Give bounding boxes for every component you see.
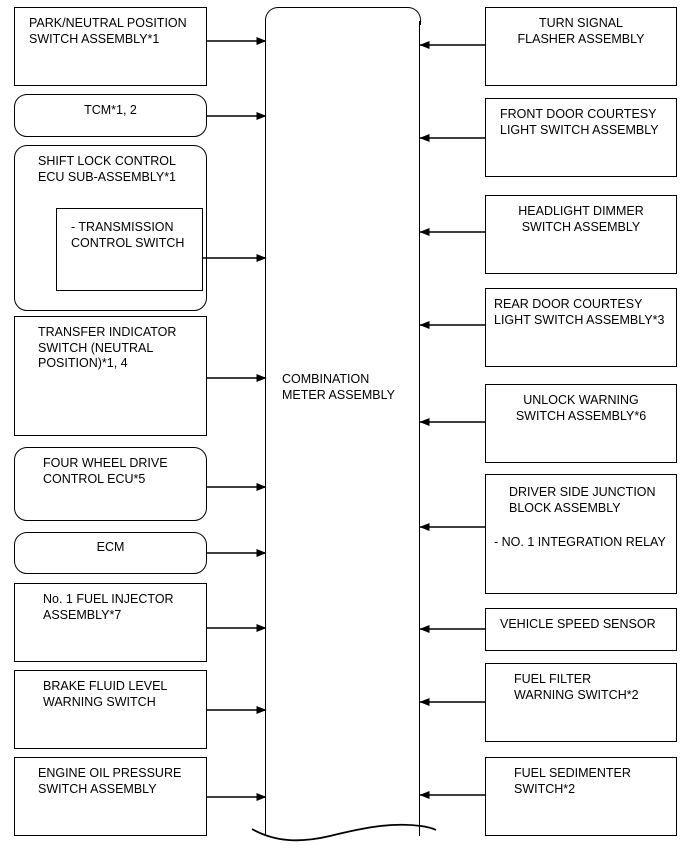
center-column-right-edge [419, 21, 421, 836]
left-box-label-engine-oil-pressure-switch-assembly: ENGINE OIL PRESSURE SWITCH ASSEMBLY [38, 766, 182, 796]
right-box-headlight-dimmer-switch-assembly: HEADLIGHT DIMMER SWITCH ASSEMBLY [485, 195, 677, 274]
left-box-shift-lock-control-ecu-sub-assembly: SHIFT LOCK CONTROL ECU SUB-ASSEMBLY*1 - T… [14, 145, 207, 311]
right-box-turn-signal-flasher-assembly: TURN SIGNAL FLASHER ASSEMBLY [485, 7, 677, 86]
right-box-vehicle-speed-sensor: VEHICLE SPEED SENSOR [485, 608, 677, 651]
right-box-label-turn-signal-flasher-assembly: TURN SIGNAL FLASHER ASSEMBLY [517, 16, 645, 46]
left-box-label-ecm: ECM [96, 540, 125, 554]
right-box-front-door-courtesy-light-switch-assembly: FRONT DOOR COURTESY LIGHT SWITCH ASSEMBL… [485, 98, 677, 177]
left-box-label-park-neutral-position-switch-assembly: PARK/NEUTRAL POSITION SWITCH ASSEMBLY*1 [29, 16, 187, 46]
left-box-park-neutral-position-switch-assembly: PARK/NEUTRAL POSITION SWITCH ASSEMBLY*1 [14, 7, 207, 86]
right-box-label-fuel-filter-warning-switch: FUEL FILTER WARNING SWITCH*2 [514, 672, 639, 702]
left-box-ecm: ECM [14, 532, 207, 574]
right-box-sublabel-driver-side-junction-block-assembly: - NO. 1 INTEGRATION RELAY [494, 535, 666, 549]
left-box-label-transfer-indicator-switch-neutral-position: TRANSFER INDICATOR SWITCH (NEUTRAL POSIT… [38, 325, 177, 370]
right-box-label-fuel-sedimenter-switch: FUEL SEDIMENTER SWITCH*2 [514, 766, 631, 796]
right-box-fuel-filter-warning-switch: FUEL FILTER WARNING SWITCH*2 [485, 663, 677, 742]
inner-box-transmission-control-switch: - TRANSMISSION CONTROL SWITCH [56, 208, 203, 291]
break-wave-line [251, 823, 437, 842]
left-box-transfer-indicator-switch-neutral-position: TRANSFER INDICATOR SWITCH (NEUTRAL POSIT… [14, 316, 207, 436]
left-box-label-tcm: TCM*1, 2 [84, 103, 137, 117]
left-box-no-1-fuel-injector-assembly: No. 1 FUEL INJECTOR ASSEMBLY*7 [14, 583, 207, 662]
right-box-label-headlight-dimmer-switch-assembly: HEADLIGHT DIMMER SWITCH ASSEMBLY [518, 204, 644, 234]
inner-box-label-transmission-control-switch: - TRANSMISSION CONTROL SWITCH [71, 220, 185, 250]
right-box-rear-door-courtesy-light-switch-assembly: REAR DOOR COURTESY LIGHT SWITCH ASSEMBLY… [485, 288, 677, 367]
center-column-top-edge [265, 7, 421, 25]
right-box-label-unlock-warning-switch-assembly: UNLOCK WARNING SWITCH ASSEMBLY*6 [515, 393, 647, 423]
left-box-label-no-1-fuel-injector-assembly: No. 1 FUEL INJECTOR ASSEMBLY*7 [43, 592, 174, 622]
right-box-fuel-sedimenter-switch: FUEL SEDIMENTER SWITCH*2 [485, 757, 677, 836]
right-box-label-driver-side-junction-block-assembly: DRIVER SIDE JUNCTION BLOCK ASSEMBLY [509, 485, 656, 515]
left-box-four-wheel-drive-control-ecu: FOUR WHEEL DRIVE CONTROL ECU*5 [14, 447, 207, 521]
right-box-driver-side-junction-block-assembly: DRIVER SIDE JUNCTION BLOCK ASSEMBLY - NO.… [485, 474, 677, 594]
center-column-left-edge [265, 21, 266, 836]
left-box-label-shift-lock-control-ecu-sub-assembly: SHIFT LOCK CONTROL ECU SUB-ASSEMBLY*1 [38, 154, 177, 184]
left-box-label-four-wheel-drive-control-ecu: FOUR WHEEL DRIVE CONTROL ECU*5 [43, 456, 168, 486]
left-box-label-brake-fluid-level-warning-switch: BRAKE FLUID LEVEL WARNING SWITCH [43, 679, 168, 709]
right-box-unlock-warning-switch-assembly: UNLOCK WARNING SWITCH ASSEMBLY*6 [485, 384, 677, 463]
left-box-tcm: TCM*1, 2 [14, 94, 207, 137]
right-box-label-vehicle-speed-sensor: VEHICLE SPEED SENSOR [500, 617, 656, 631]
left-box-brake-fluid-level-warning-switch: BRAKE FLUID LEVEL WARNING SWITCH [14, 670, 207, 749]
left-box-engine-oil-pressure-switch-assembly: ENGINE OIL PRESSURE SWITCH ASSEMBLY [14, 757, 207, 836]
right-box-label-rear-door-courtesy-light-switch-assembly: REAR DOOR COURTESY LIGHT SWITCH ASSEMBLY… [494, 297, 665, 327]
arrow-lines [202, 37, 485, 801]
right-box-label-front-door-courtesy-light-switch-assembly: FRONT DOOR COURTESY LIGHT SWITCH ASSEMBL… [500, 107, 659, 137]
center-column-label: COMBINATION METER ASSEMBLY [282, 372, 395, 402]
